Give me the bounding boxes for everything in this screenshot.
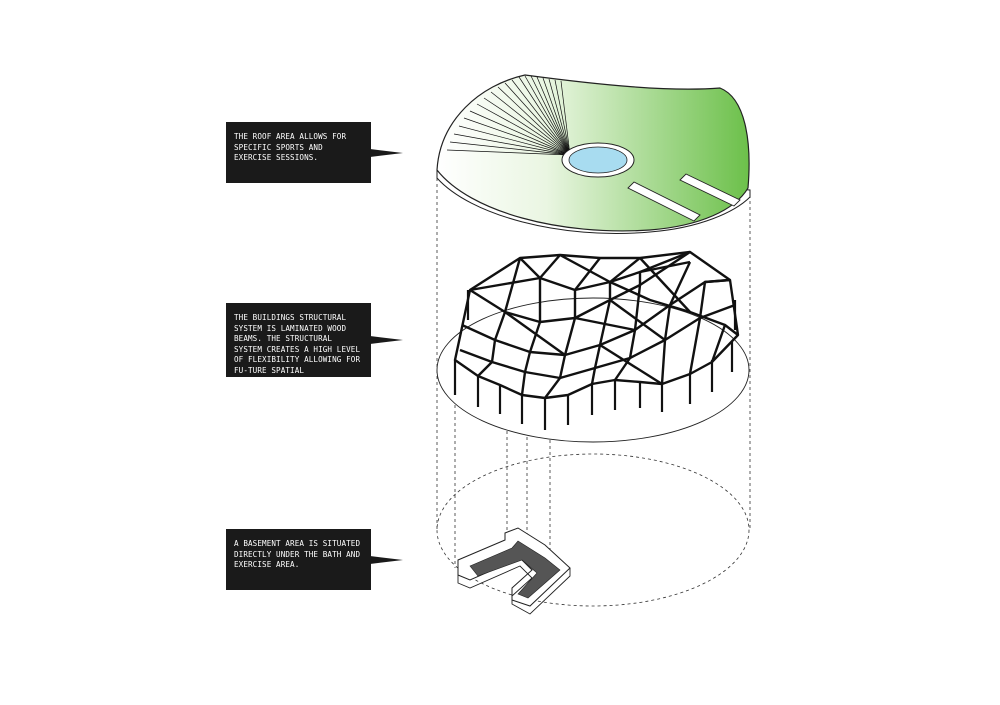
roof-layer [436,74,751,234]
structure-callout: THE BUILDINGS STRUCTURAL SYSTEM IS LAMIN… [226,303,403,386]
basement-layer [457,527,571,615]
structure-layer [436,250,750,443]
roof-callout-text: THE ROOF AREA ALLOWS FOR SPECIFIC SPORTS… [234,132,347,163]
structure-beams [453,250,740,400]
structure-columns [453,290,737,430]
roof-slot-2 [679,173,741,207]
basement-callout: A BASEMENT AREA IS SITUATED DIRECTLY UND… [226,529,403,590]
roof-slot-1 [627,181,701,222]
basement-floor [469,540,561,599]
basement-walls [457,527,571,607]
roof-callout: THE ROOF AREA ALLOWS FOR SPECIFIC SPORTS… [226,122,403,183]
structure-base-ellipse [436,297,750,443]
roof-pool-water [568,146,628,174]
basement-callout-text: A BASEMENT AREA IS SITUATED DIRECTLY UND… [234,539,361,570]
basement-wall-top [457,565,571,615]
structure-callout-text: THE BUILDINGS STRUCTURAL SYSTEM IS LAMIN… [234,313,361,386]
roof-seating-fan [446,75,571,156]
